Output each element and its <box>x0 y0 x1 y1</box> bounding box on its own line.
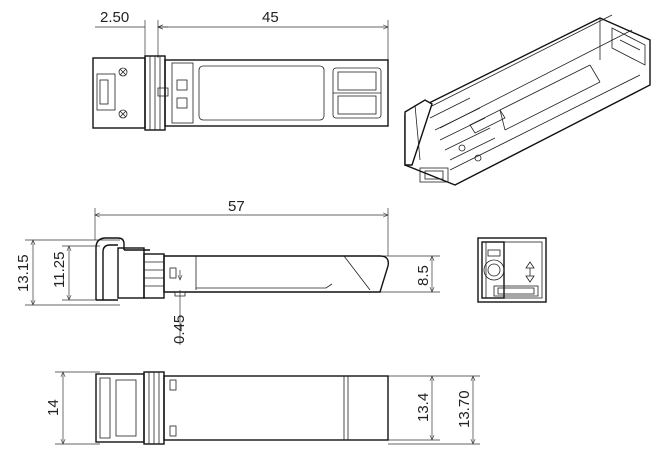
iso-view <box>404 14 651 186</box>
dim-side-length: 57 <box>228 198 245 215</box>
side-view: 57 13.15 11.25 0.45 8.5 <box>15 198 440 345</box>
dim-side-height-inner: 11.25 <box>51 252 68 288</box>
dim-bottom-inner: 13.4 <box>415 393 432 422</box>
top-view <box>92 20 388 131</box>
dim-bottom-height: 14 <box>45 399 62 416</box>
dim-top-offset: 2.50 <box>100 9 129 26</box>
bottom-view: 14 13.4 13.70 <box>45 372 480 444</box>
dim-side-height-outer: 13.15 <box>15 254 32 292</box>
dim-top-length: 45 <box>262 9 279 26</box>
dim-bottom-outer: 13.70 <box>456 390 473 428</box>
dim-side-rear: 8.5 <box>415 265 432 286</box>
dim-side-tab: 0.45 <box>171 315 188 344</box>
end-view <box>477 237 547 303</box>
